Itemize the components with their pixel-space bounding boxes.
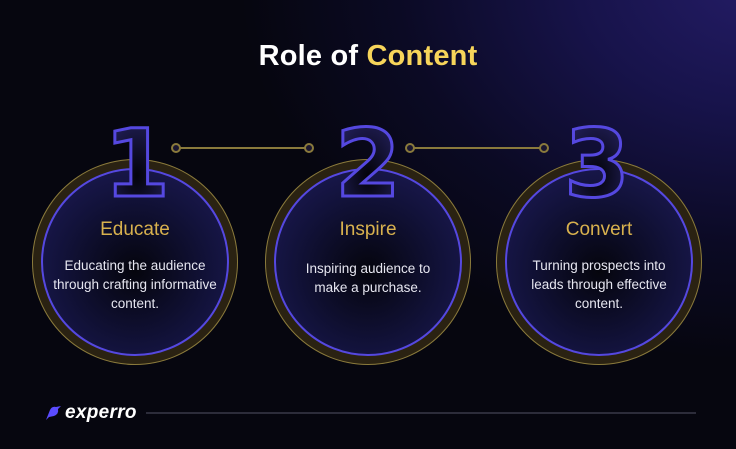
step-inner-circle (505, 168, 693, 356)
step-inner-circle (274, 168, 462, 356)
connector-node (171, 143, 181, 153)
step-heading: Convert (565, 219, 633, 240)
connector-node (405, 143, 415, 153)
connector-node (304, 143, 314, 153)
number-text: 1 (104, 110, 169, 219)
step-description: Turning prospects into leads through eff… (531, 258, 667, 311)
step-number-2: 2 (323, 109, 413, 221)
experro-bird-icon (46, 406, 61, 420)
step-heading: Inspire (339, 219, 397, 240)
connector-2-3 (414, 147, 544, 149)
step-inspire: Inspire Inspiring audience to make a pur… (265, 159, 471, 365)
brand-name: experro (65, 402, 137, 423)
step-description: Inspiring audience to make a purchase. (305, 261, 431, 295)
step-number-1: 1 (92, 109, 182, 221)
number-text: 2 (335, 110, 400, 219)
title-prefix: Role of (258, 40, 359, 72)
step-number-3: 3 (552, 109, 642, 221)
step-inner-circle (41, 168, 229, 356)
title-accent: Content (366, 40, 478, 72)
step-convert: Convert Turning prospects into leads thr… (496, 159, 702, 365)
step-description: Educating the audience through crafting … (53, 258, 217, 311)
connector-1-2 (180, 147, 308, 149)
page-title: Role of Content (0, 40, 736, 73)
brand-logo: experro (44, 402, 137, 424)
footer-divider (146, 412, 696, 414)
number-text: 3 (564, 110, 629, 219)
connector-node (539, 143, 549, 153)
step-heading: Educate (100, 219, 170, 240)
step-educate: Educate Educating the audience through c… (32, 159, 238, 365)
